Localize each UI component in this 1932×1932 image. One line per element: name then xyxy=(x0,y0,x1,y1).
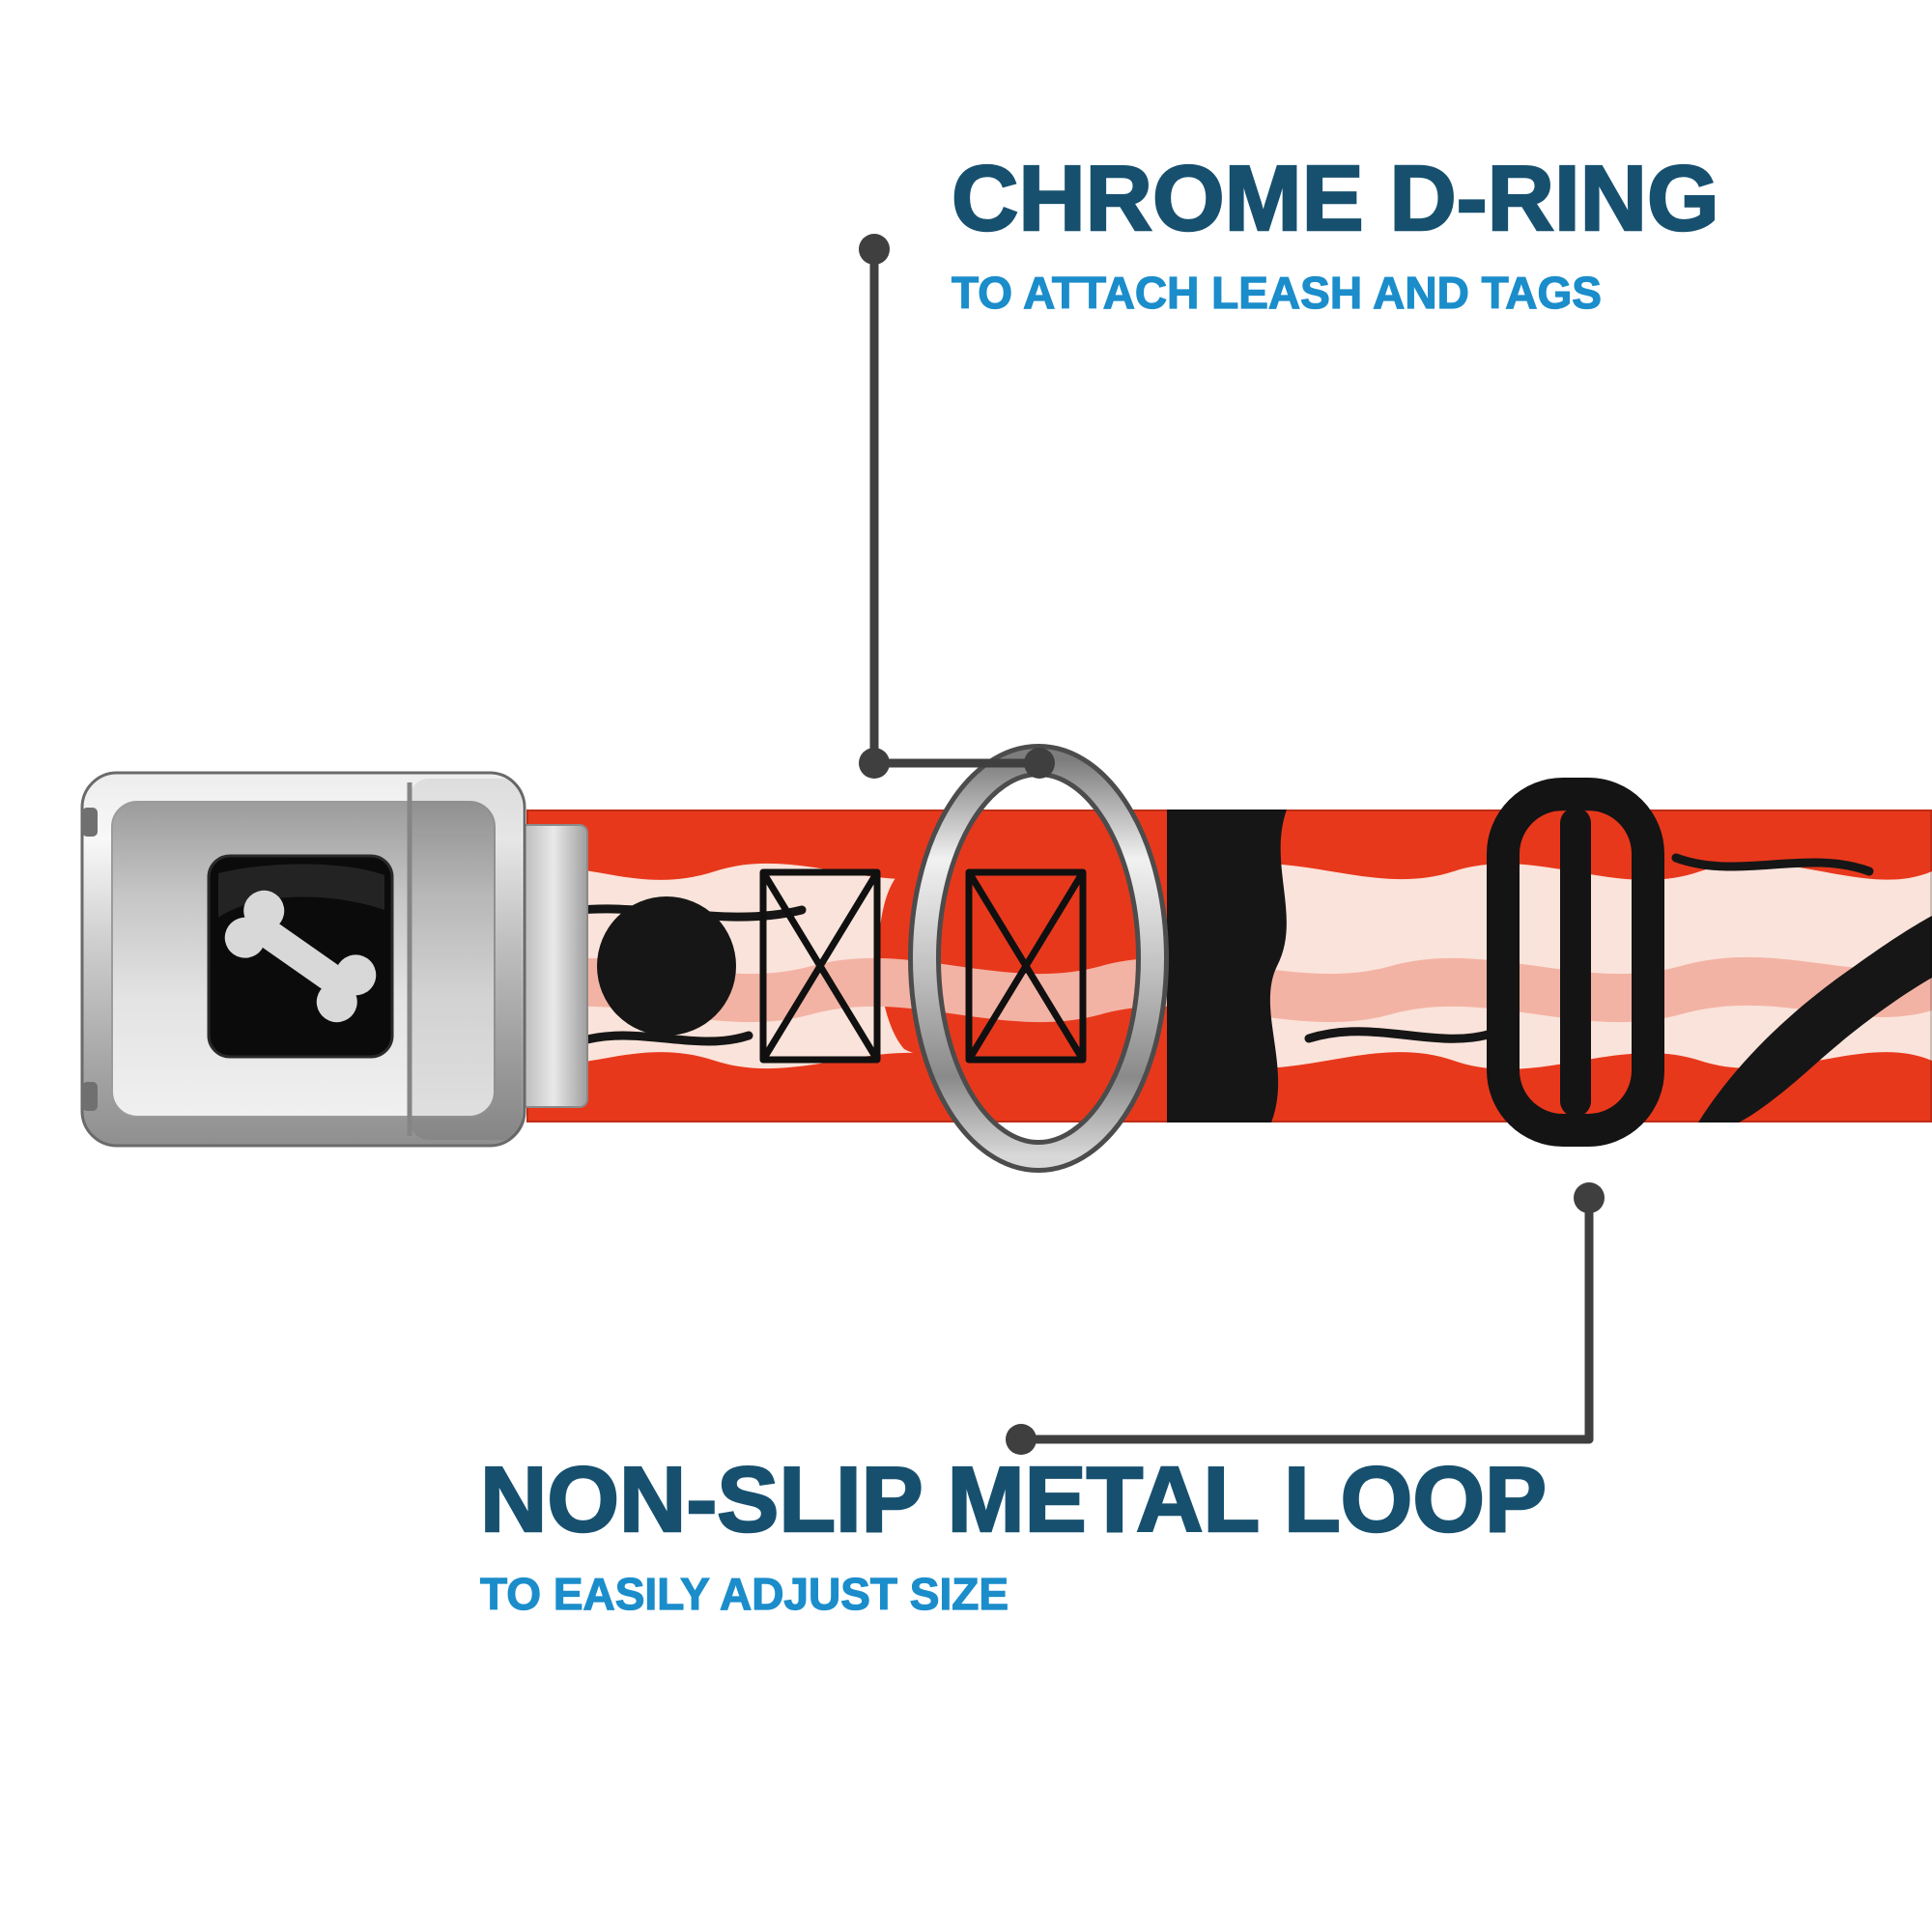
callout-line-dring xyxy=(859,234,1055,779)
callout-slider-subtitle: TO EASILY ADJUST SIZE xyxy=(479,1568,1009,1619)
callout-slider: NON-SLIP METAL LOOP TO EASILY ADJUST SIZ… xyxy=(479,1448,1548,1620)
buckle-latch-plate xyxy=(519,824,588,1108)
callout-slider-title: NON-SLIP METAL LOOP xyxy=(479,1448,1548,1551)
callout-line-slider xyxy=(1006,1182,1605,1455)
pattern-black-dot xyxy=(597,896,736,1036)
stitch-box-left xyxy=(759,868,881,1064)
callout-dring: CHROME D-RING TO ATTACH LEASH AND TAGS xyxy=(951,147,1720,319)
bone-icon xyxy=(224,890,377,1023)
seatbelt-buckle xyxy=(80,771,526,1148)
bacon-pattern-webbing xyxy=(526,810,1932,1122)
callout-dring-title: CHROME D-RING xyxy=(951,147,1720,250)
metal-slider-loop xyxy=(1487,778,1664,1147)
callout-dring-subtitle: TO ATTACH LEASH AND TAGS xyxy=(951,267,1602,318)
stitch-box-right xyxy=(965,868,1087,1064)
